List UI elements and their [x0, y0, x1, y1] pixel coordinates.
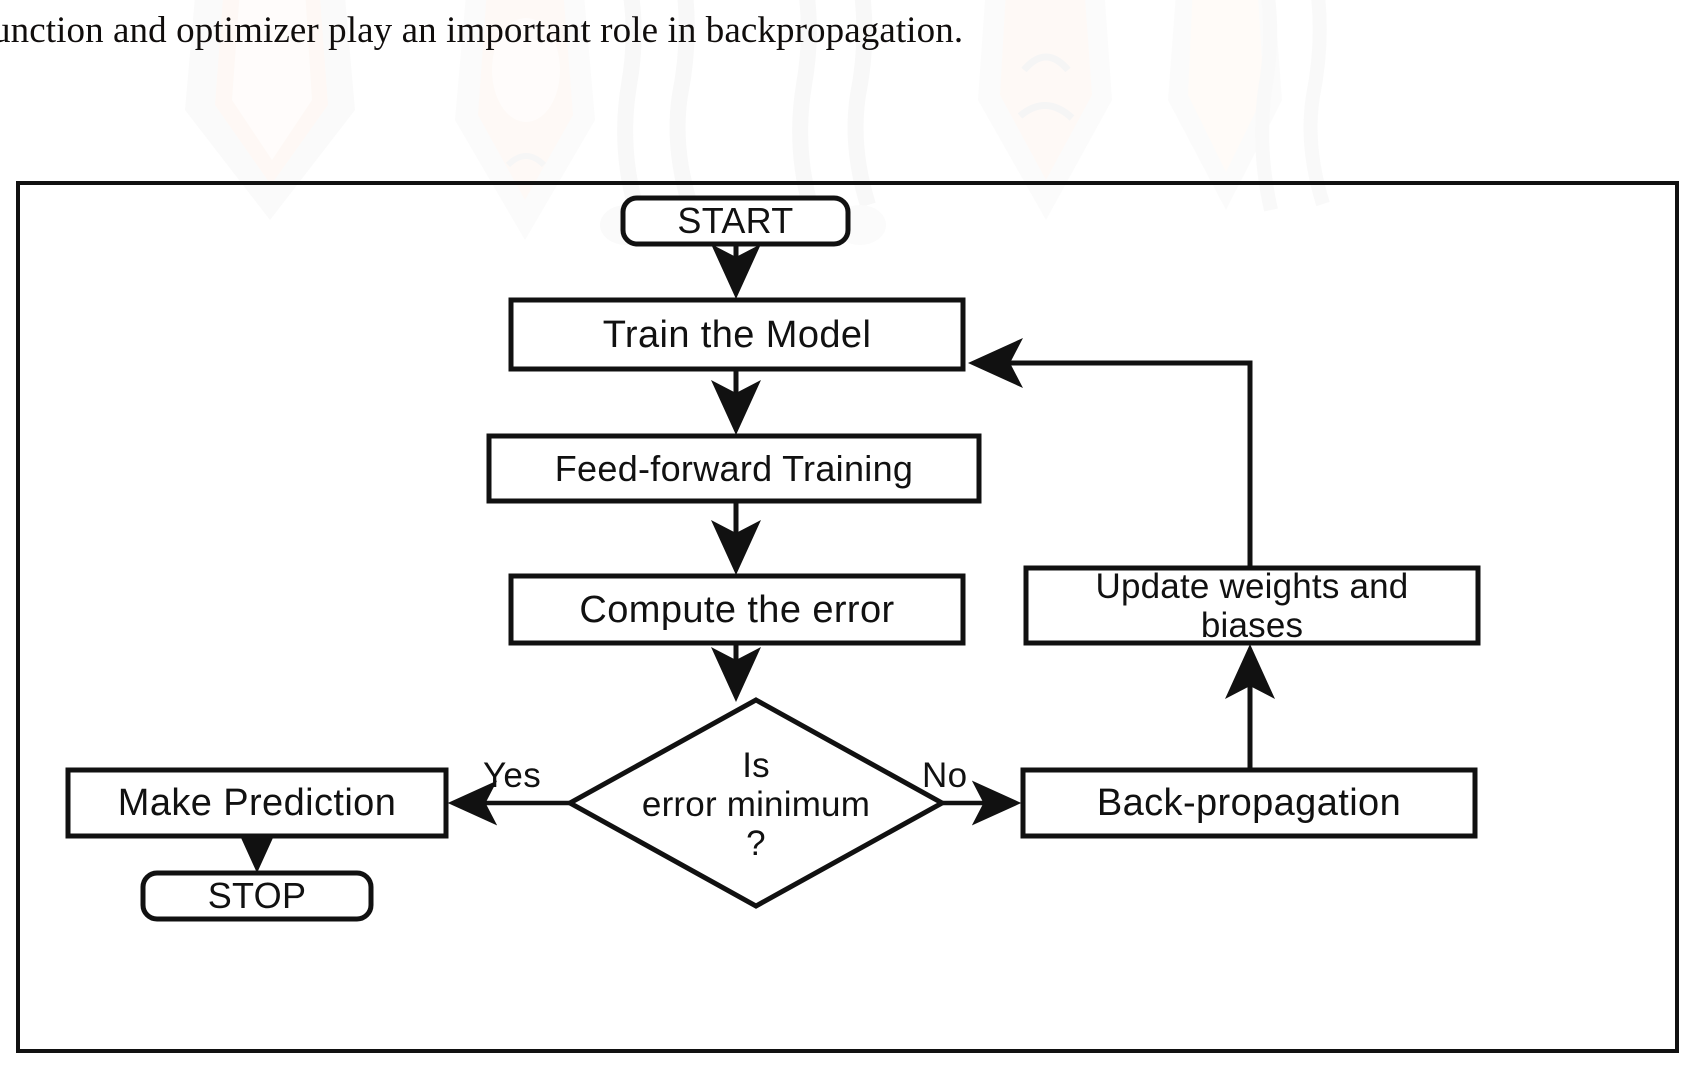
node-label-start[interactable]: START	[677, 200, 794, 241]
figure-frame	[16, 181, 1679, 1053]
update-line-1: Update weights and	[1095, 566, 1409, 606]
node-label-backprop[interactable]: Back-propagation	[1096, 782, 1402, 824]
decision-line-1: Is	[742, 745, 770, 785]
node-label-error[interactable]: Compute the error	[579, 588, 895, 631]
node-label-decision[interactable]: Is error minimum ?	[586, 742, 926, 866]
decision-line-3: ?	[746, 823, 766, 863]
update-line-2: biases	[1200, 605, 1304, 645]
node-label-predict[interactable]: Make Prediction	[117, 782, 397, 824]
node-label-feed[interactable]: Feed-forward Training	[554, 447, 914, 489]
page-paragraph-text: unction and optimizer play an important …	[0, 10, 964, 51]
edge-label-yes: Yes	[483, 756, 541, 795]
node-label-stop[interactable]: STOP	[207, 875, 307, 916]
edge-label-no: No	[922, 756, 968, 795]
decision-line-2: error minimum	[641, 784, 871, 824]
node-label-train[interactable]: Train the Model	[602, 313, 872, 356]
node-label-update[interactable]: Update weights and biases	[1026, 566, 1478, 645]
